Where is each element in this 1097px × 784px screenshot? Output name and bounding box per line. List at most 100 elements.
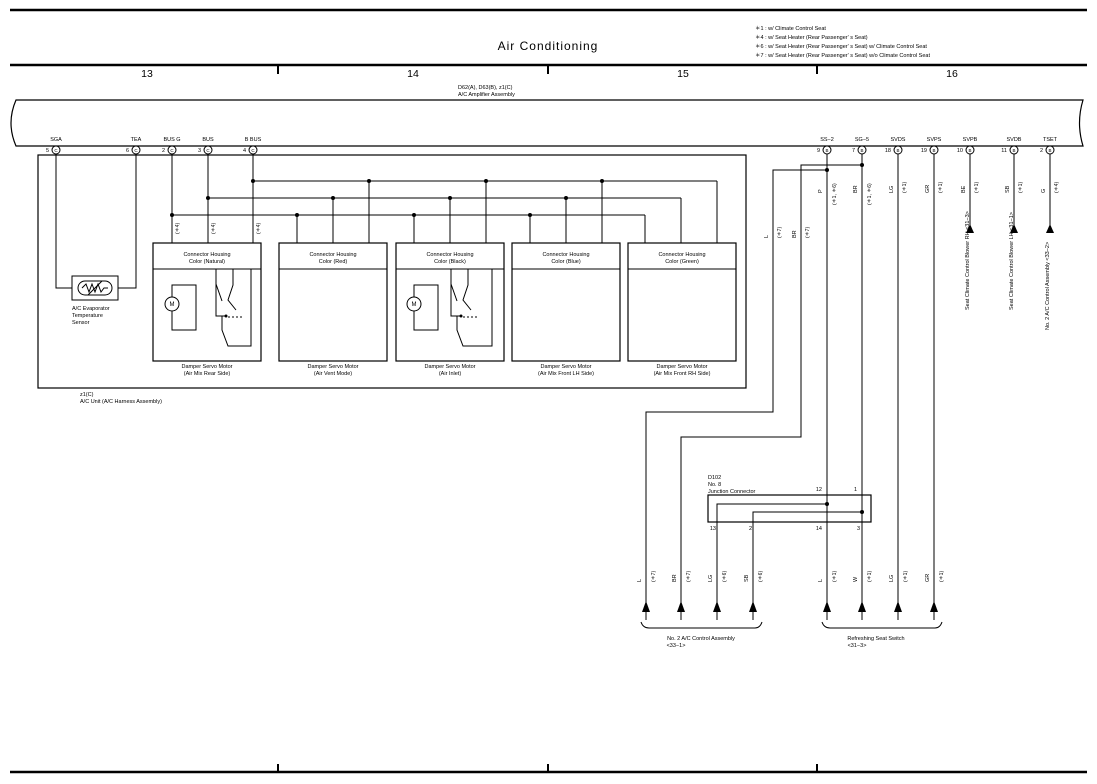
label-p-note: (＊1, ＊6) bbox=[832, 183, 838, 205]
motor-label-1: Damper Servo Motor bbox=[181, 364, 232, 370]
bus-variant-notes: (＊4) (＊4) (＊4) bbox=[175, 223, 262, 234]
arrow-icon bbox=[930, 601, 938, 612]
junction-code: D102 bbox=[708, 475, 721, 481]
bottom-arrows bbox=[642, 601, 938, 620]
servo-motor-air-vent-mode: Connector Housing Color (Red) Damper Ser… bbox=[278, 242, 388, 377]
arrow-icon bbox=[642, 601, 650, 612]
motor-label-1: Damper Servo Motor bbox=[307, 364, 358, 370]
splice-dot bbox=[860, 510, 864, 514]
amp-pin-labels: SGA TEA BUS G BUS B BUS SS−2 SG−5 SVDS S… bbox=[50, 137, 1057, 143]
bus-wiring: (＊4) (＊4) (＊4) bbox=[170, 154, 718, 243]
pin-label-svpb: SVPB bbox=[963, 137, 978, 143]
junction-no: No. 8 bbox=[708, 482, 721, 488]
pin-conn-sga: C bbox=[54, 148, 58, 153]
arrow-icon bbox=[677, 601, 685, 612]
ac-unit-box bbox=[37, 154, 747, 389]
switch-wire bbox=[215, 269, 226, 317]
pin-num-bbus: 4 bbox=[243, 148, 246, 154]
label-gr-b-note: (＊1) bbox=[939, 571, 945, 582]
housing-caption: Connector Housing bbox=[183, 252, 230, 258]
bottom-switch-2: <31−3> bbox=[848, 643, 867, 649]
switch-contact bbox=[227, 269, 237, 311]
bracket-refresh-switch bbox=[821, 621, 943, 629]
label-gr: GR bbox=[925, 185, 931, 193]
motor-circuit bbox=[171, 284, 197, 331]
pin-label-tset: TSET bbox=[1043, 137, 1058, 143]
junction-pin-14: 14 bbox=[816, 526, 822, 532]
label-l-b: L bbox=[818, 579, 824, 582]
pin-num-ss2: 9 bbox=[817, 148, 820, 154]
busg-note: (＊4) bbox=[175, 223, 181, 234]
housing-caption: Connector Housing bbox=[309, 252, 356, 258]
junction-internal bbox=[716, 503, 827, 603]
thermistor-arrow bbox=[87, 280, 103, 296]
motor-box bbox=[627, 242, 737, 362]
label-l: L bbox=[637, 579, 643, 582]
bottom-ac-control-2: <33−1> bbox=[667, 643, 686, 649]
section-15: 15 bbox=[677, 68, 689, 80]
label-sb: SB bbox=[1005, 185, 1011, 193]
notes: ＊1 : w/ Climate Control Seat ＊4 : w/ Sea… bbox=[755, 25, 930, 59]
arrow-icon bbox=[1010, 224, 1018, 233]
motor-label-1: Damper Servo Motor bbox=[424, 364, 475, 370]
amp-pin-terminals: 5 C 6 C 2 C 3 C 4 C 9 B 7 B 18 B 19 B 10… bbox=[46, 145, 1055, 155]
label-br-note: (＊7) bbox=[686, 571, 692, 582]
section-14: 14 bbox=[407, 68, 419, 80]
housing-caption: Connector Housing bbox=[658, 252, 705, 258]
motor-label-2: (Air Vent Mode) bbox=[314, 371, 352, 377]
motor-box bbox=[395, 242, 505, 362]
bottom-switch-1: Refreshing Seat Switch bbox=[847, 636, 904, 642]
note-2: ＊4 : w/ Seat Heater (Rear Passenger' s S… bbox=[755, 34, 868, 41]
label-lg-c-note: (＊1) bbox=[903, 571, 909, 582]
housing-color: Color (Green) bbox=[665, 259, 699, 265]
label-l-mid-note: (＊7) bbox=[777, 227, 783, 238]
label-br: BR bbox=[672, 574, 678, 582]
label-g: G bbox=[1041, 189, 1047, 193]
housing-color: Color (Red) bbox=[319, 259, 348, 265]
servo-motor-air-mix-front-lh: Connector Housing Color (Blue) Damper Se… bbox=[511, 242, 621, 377]
section-13: 13 bbox=[141, 68, 153, 80]
pin-conn-svps: B bbox=[932, 148, 935, 153]
motor-label-2: (Air Mix Front RH Side) bbox=[654, 371, 711, 377]
servo-motor-air-mix-rear: Connector Housing Color (Natural) M Damp… bbox=[152, 242, 262, 377]
target-ac-control-top: No. 2 A/C Control Assembly <33−2> bbox=[1045, 242, 1051, 330]
pin-label-sga: SGA bbox=[50, 137, 62, 143]
note-1: ＊1 : w/ Climate Control Seat bbox=[755, 25, 826, 32]
label-p: P bbox=[818, 189, 824, 193]
label-l-note: (＊7) bbox=[651, 571, 657, 582]
housing-color: Color (Black) bbox=[434, 259, 466, 265]
pin-conn-svdb: B bbox=[1012, 148, 1015, 153]
sensor-label-1: A/C Evaporator bbox=[72, 306, 110, 312]
page-title: Air Conditioning bbox=[498, 39, 599, 53]
pin-conn-busg: C bbox=[170, 148, 174, 153]
wire-sga bbox=[55, 154, 72, 289]
label-l-b-note: (＊1) bbox=[832, 571, 838, 582]
motor-label-2: (Air Inlet) bbox=[439, 371, 461, 377]
label-sb-b-note: (＊6) bbox=[758, 571, 764, 582]
pin-label-svds: SVDS bbox=[891, 137, 906, 143]
label-lg-note: (＊1) bbox=[902, 182, 908, 193]
pin-conn-bus: C bbox=[206, 148, 210, 153]
label-w-note: (＊1) bbox=[867, 571, 873, 582]
bracket-ac-control bbox=[640, 621, 763, 629]
switch-contact bbox=[462, 269, 472, 311]
motor-label-2: (Air Mix Front LH Side) bbox=[538, 371, 594, 377]
switch-arm bbox=[215, 283, 223, 302]
sensor-element bbox=[77, 280, 113, 296]
target-blower-lh: Seat Climate Control Blower LH <31−1> bbox=[1009, 212, 1015, 310]
sensor-label-2: Temperature bbox=[72, 313, 103, 319]
label-br-top: BR bbox=[853, 185, 859, 193]
section-16: 16 bbox=[946, 68, 958, 80]
wire-sg5-br bbox=[680, 164, 862, 603]
label-gr-b: GR bbox=[925, 574, 931, 582]
junction-pin-13: 13 bbox=[710, 526, 716, 532]
label-lg-b: LG bbox=[708, 575, 714, 582]
pin-num-svps: 19 bbox=[921, 148, 927, 154]
amplifier-body bbox=[10, 99, 1084, 147]
bbus-note: (＊4) bbox=[256, 223, 262, 234]
pin-num-sg5: 7 bbox=[852, 148, 855, 154]
motor-label-1: Damper Servo Motor bbox=[540, 364, 591, 370]
label-lg: LG bbox=[889, 186, 895, 193]
arrow-icon bbox=[749, 601, 757, 612]
